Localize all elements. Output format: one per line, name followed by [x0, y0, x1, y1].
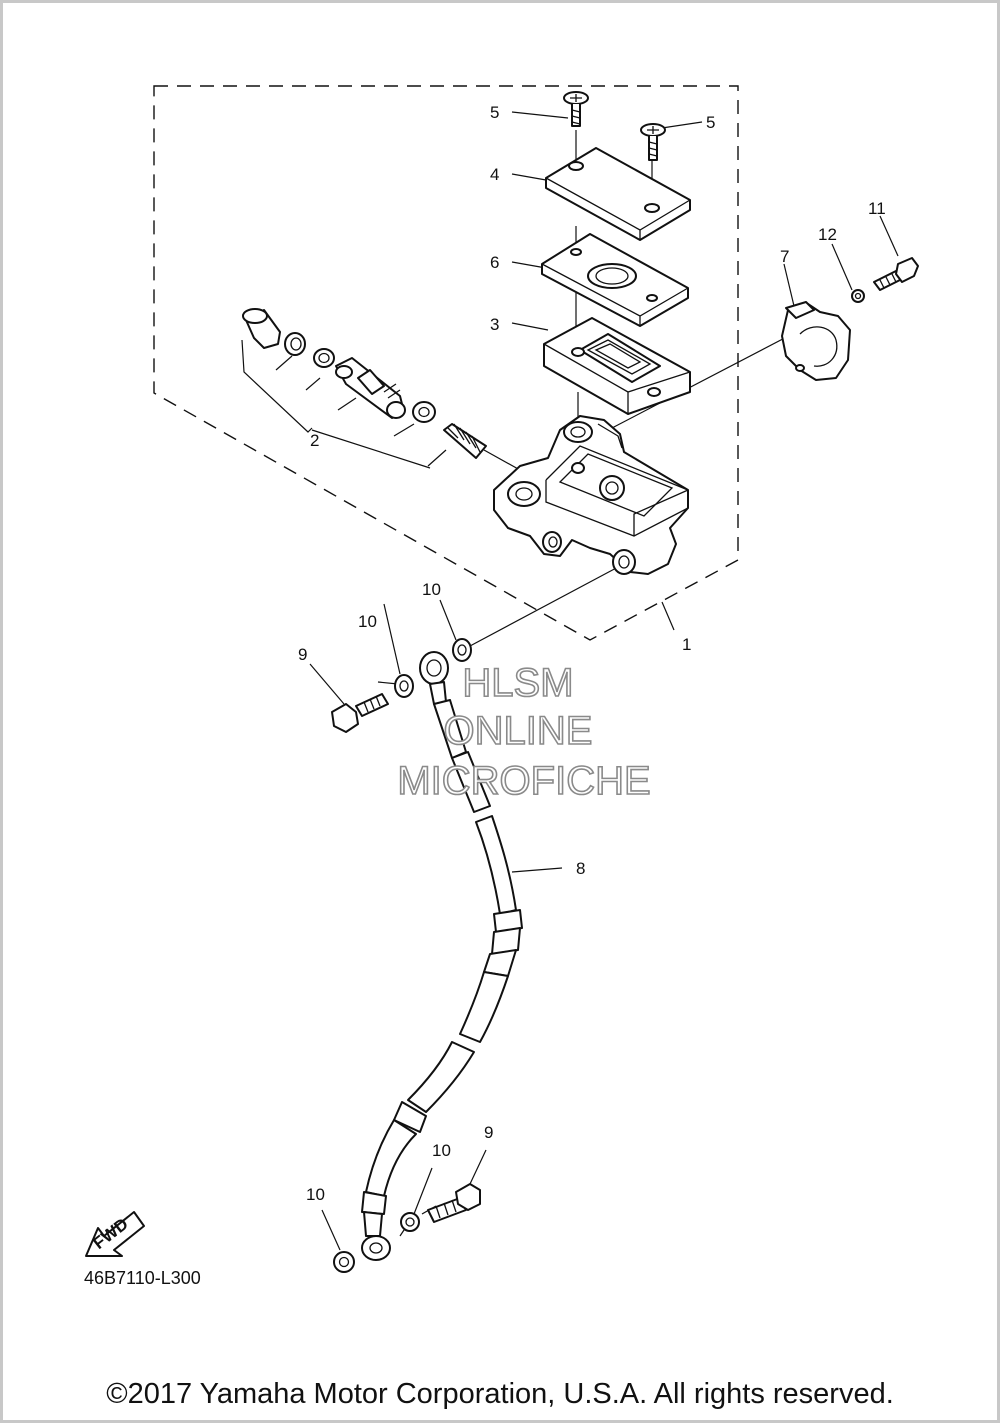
assembly-boundary [153, 85, 739, 641]
diaphragm [543, 317, 691, 415]
callout-10-b: 10 [358, 612, 377, 631]
bolt-11 [873, 257, 919, 291]
watermark-line-3: MICROFICHE [397, 759, 650, 803]
watermark: HLSM ONLINE MICROFICHE [397, 660, 652, 804]
callout-6: 6 [490, 253, 499, 272]
washer-10-c [400, 1212, 420, 1232]
callout-10-d: 10 [306, 1185, 325, 1204]
callout-10-a: 10 [422, 580, 441, 599]
callout-7: 7 [780, 247, 789, 266]
callout-1: 1 [682, 635, 691, 654]
callout-8: 8 [576, 859, 585, 878]
callout-12: 12 [818, 225, 837, 244]
callout-5-b: 5 [706, 113, 715, 132]
callout-2: 2 [310, 431, 319, 450]
piston-kit [242, 308, 487, 459]
banjo-bolt-upper [331, 693, 389, 733]
washer-12 [851, 289, 865, 303]
callout-9-b: 9 [484, 1123, 493, 1142]
washer-10-d [333, 1251, 355, 1273]
callout-11: 11 [868, 199, 886, 218]
reservoir-cap [545, 147, 691, 241]
watermark-line-1: HLSM [462, 661, 573, 705]
screw-top-left [563, 91, 589, 127]
handlebar-holder [781, 301, 851, 381]
callout-labels: 1 2 3 4 5 5 6 7 8 9 9 10 10 10 10 11 12 [298, 103, 886, 1204]
watermark-line-2: ONLINE [444, 709, 593, 753]
callout-10-c: 10 [432, 1141, 451, 1160]
callout-3: 3 [490, 315, 499, 334]
brake-hose [361, 651, 523, 1261]
master-cylinder-body [493, 415, 689, 575]
washer-10-b [452, 638, 472, 662]
screw-top-right [640, 123, 666, 161]
leader-lines [241, 111, 899, 1251]
callout-5-a: 5 [490, 103, 499, 122]
drawing-code: 46B7110-L300 [84, 1268, 201, 1288]
callout-9-a: 9 [298, 645, 307, 664]
diaphragm-plate [541, 233, 689, 327]
washer-10-a [394, 674, 414, 698]
copyright-notice: ©2017 Yamaha Motor Corporation, U.S.A. A… [106, 1378, 894, 1410]
banjo-bolt-lower [427, 1183, 481, 1223]
fwd-arrow-icon: FWD [85, 1211, 145, 1257]
callout-4: 4 [490, 165, 499, 184]
